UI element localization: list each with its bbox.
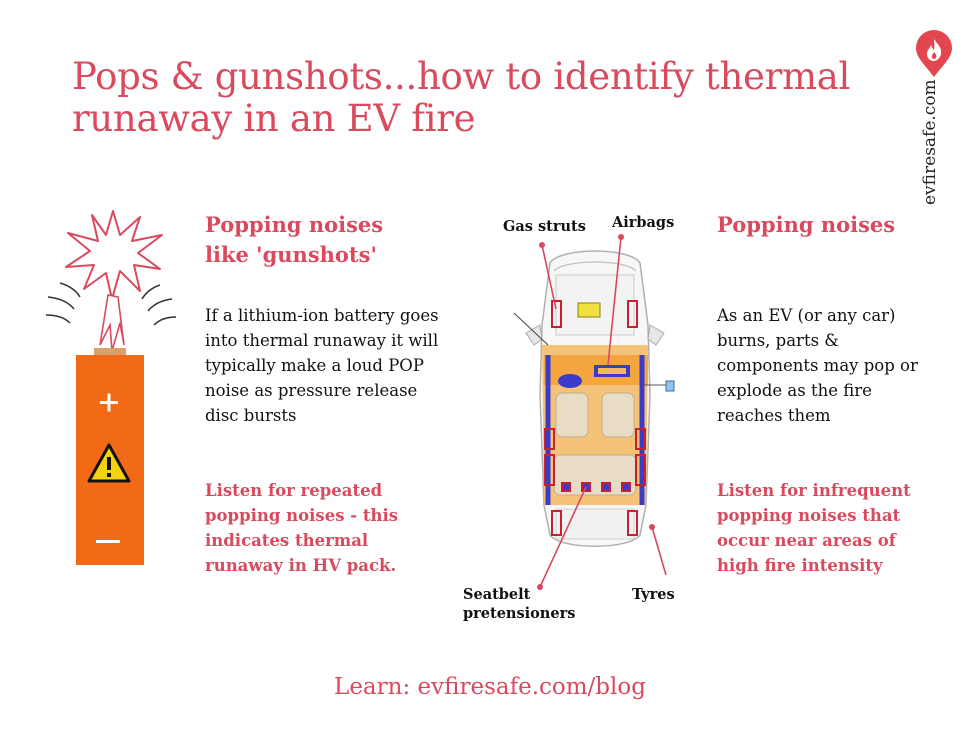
left-heading-line-2: like 'gunshots' [205,242,377,267]
title-line-1: Pops & gunshots...how to identify therma… [72,55,851,98]
left-column: Popping noises like 'gunshots' If a lith… [205,210,445,575]
left-heading: Popping noises like 'gunshots' [205,210,445,270]
label-seatbelt-line-2: pretensioners [463,605,576,622]
label-seatbelt-pretensioners: Seatbelt pretensioners [463,585,575,623]
page-title: Pops & gunshots...how to identify therma… [72,56,872,140]
right-column: Popping noises As an EV (or any car) bur… [717,210,937,575]
footer-link[interactable]: Learn: evfiresafe.com/blog [334,674,646,700]
battery-explosion-icon [45,210,177,565]
left-body: If a lithium-ion battery goes into therm… [205,306,439,425]
left-heading-line-1: Popping noises [205,212,384,237]
title-line-2: runaway in an EV fire [72,97,476,140]
site-url-vertical: evfiresafe.com [920,79,940,205]
right-accent: Listen for infrequent popping noises tha… [717,481,911,575]
label-airbags: Airbags [612,214,675,231]
label-gas-struts: Gas struts [503,218,586,235]
label-seatbelt-line-1: Seatbelt [463,586,531,603]
car-diagram [513,234,675,590]
left-accent: Listen for repeated popping noises - thi… [205,481,399,575]
flame-pin-icon [916,30,952,77]
right-heading: Popping noises [717,212,896,237]
label-tyres: Tyres [632,586,675,603]
right-body: As an EV (or any car) burns, parts & com… [717,306,918,425]
